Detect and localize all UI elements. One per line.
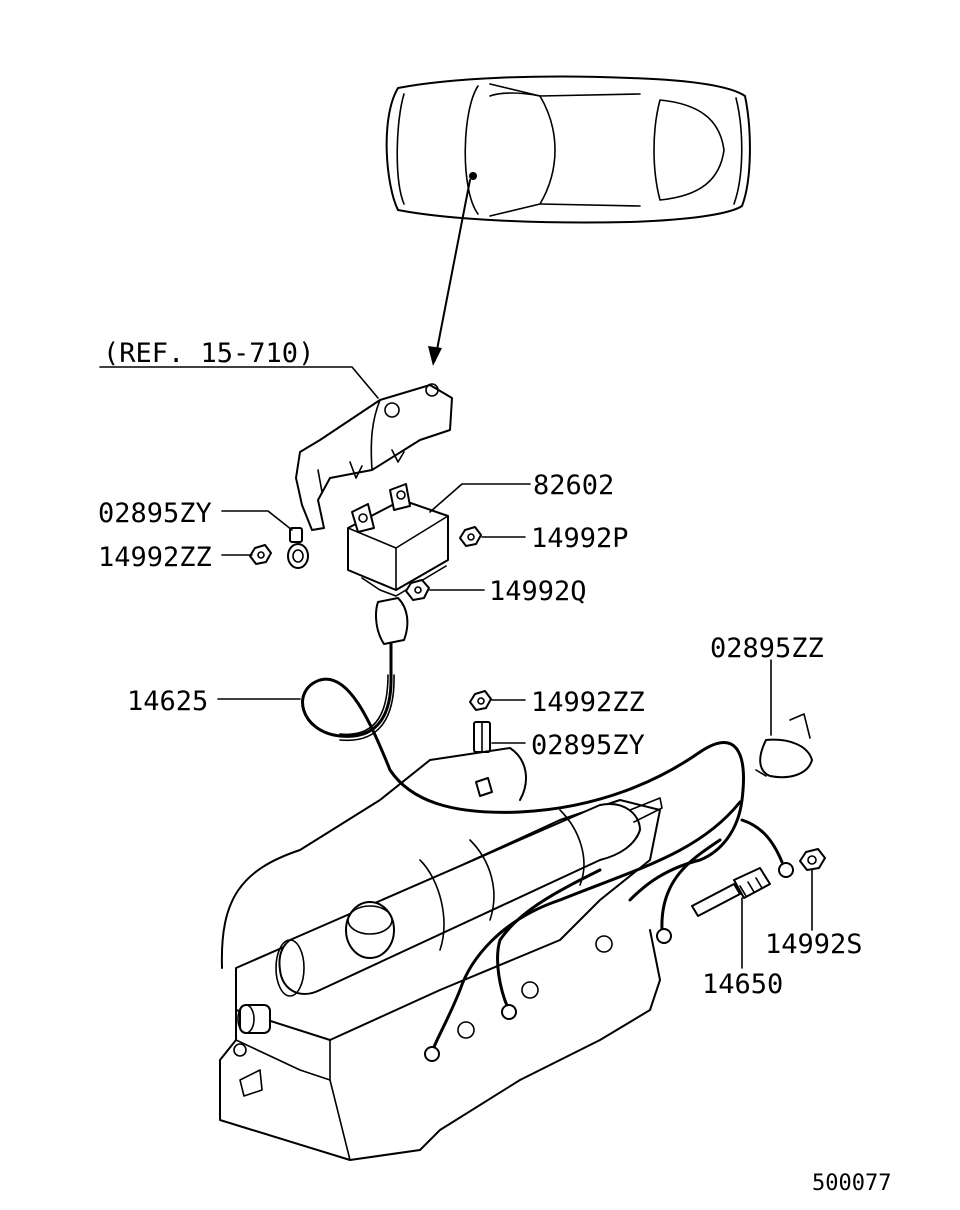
nut-14992P <box>459 526 482 547</box>
label-02895ZY-mid: 02895ZY <box>531 730 645 761</box>
label-14625: 14625 <box>127 686 208 717</box>
nut-14992Q <box>405 579 430 601</box>
wiring-harness <box>301 597 794 1062</box>
label-14992ZZ-top: 14992ZZ <box>98 542 212 573</box>
nut-14992ZZ-mid <box>469 690 492 711</box>
label-14992P: 14992P <box>531 523 629 554</box>
location-arrow <box>428 179 471 366</box>
ref-label: (REF. 15-710) <box>103 338 314 369</box>
label-14992S: 14992S <box>765 929 863 960</box>
car-top-view <box>385 75 751 224</box>
label-02895ZY-top: 02895ZY <box>98 498 212 529</box>
label-14992ZZ-mid: 14992ZZ <box>531 687 645 718</box>
clip-02895ZY-top <box>287 527 309 569</box>
harness-clip-02895ZZ <box>755 713 813 779</box>
nut-14992ZZ-top <box>249 544 272 565</box>
glow-plug-relay <box>347 483 449 597</box>
glow-plug <box>691 867 771 917</box>
label-82602: 82602 <box>533 470 614 501</box>
part-labels: (REF. 15-710) 82602 02895ZY 14992ZZ 1499… <box>98 338 891 1196</box>
label-02895ZZ: 02895ZZ <box>710 633 824 664</box>
mounting-bracket <box>295 383 453 531</box>
clip-02895ZY-mid <box>473 721 493 797</box>
label-14650: 14650 <box>702 969 783 1000</box>
diagram-id: 500077 <box>812 1171 891 1196</box>
engine-block <box>219 747 663 1161</box>
leader-lines <box>99 366 813 969</box>
nut-14992S <box>799 848 826 871</box>
label-14992Q: 14992Q <box>489 576 587 607</box>
